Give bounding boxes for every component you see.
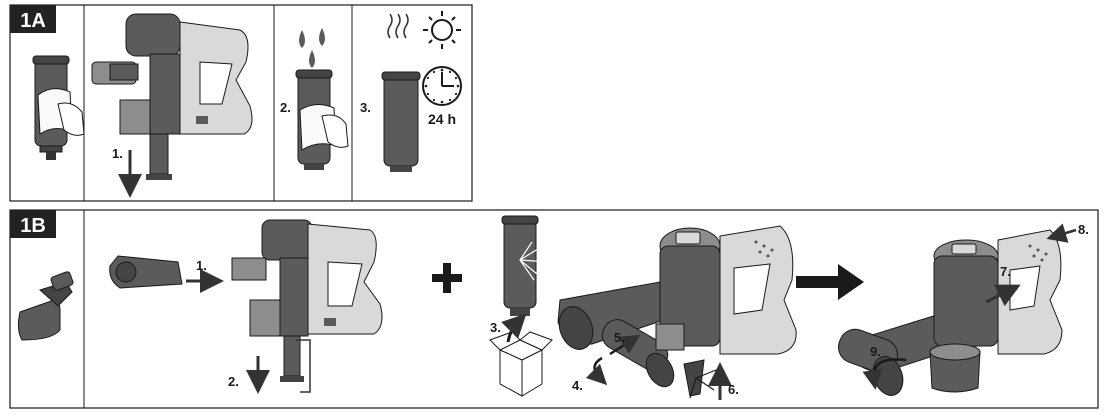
rotate-arrow-4 [585, 356, 608, 386]
filter-insert-illustration [557, 225, 797, 399]
step-1b-9: 9. [870, 344, 881, 359]
filter-drying-illustration [381, 71, 421, 172]
tool-attach-illustration [109, 219, 383, 394]
badge-1a-label: 1A [20, 10, 46, 32]
step-1b-2: 2. [228, 374, 239, 389]
filter-wash-illustration [295, 69, 349, 170]
clock-icon [422, 66, 462, 106]
step-1b-6: 6. [728, 382, 739, 397]
next-step-arrow [796, 264, 864, 300]
step-1b-4: 4. [572, 378, 583, 393]
push-arrow-5 [609, 334, 641, 356]
step-1b-5: 5. [614, 330, 625, 345]
sun-icon [423, 11, 461, 49]
panel-1a: 1A 1. [9, 4, 473, 202]
vacuum-handheld-illustration [91, 13, 253, 198]
lift-arrow [501, 313, 527, 343]
step-1a-1: 1. [112, 146, 123, 161]
step-1a-3: 3. [360, 100, 371, 115]
filter-wipe-illustration [32, 55, 85, 160]
heat-waves-icon [387, 13, 409, 39]
step-1b-1: 1. [196, 258, 207, 273]
push-arrow-7 [985, 284, 1021, 307]
step-1b-7: 7. [1000, 264, 1011, 279]
water-drops-icon [299, 28, 325, 68]
badge-1a: 1A [10, 5, 56, 33]
plus-icon [432, 263, 462, 293]
box-icon [489, 331, 553, 397]
brush-nozzle-illustration [17, 271, 74, 341]
dry-time-label: 24 h [428, 111, 456, 127]
step-1b-3: 3. [490, 320, 501, 335]
rotate-arrow-9 [862, 358, 907, 390]
badge-1b: 1B [10, 210, 56, 238]
step-1a-2: 2. [280, 100, 291, 115]
panel-1b: 1B 1. 2. [9, 209, 1099, 409]
step-1b-8: 8. [1078, 222, 1089, 237]
push-arrow-8 [1046, 223, 1077, 243]
badge-1b-label: 1B [20, 215, 46, 237]
new-filter-illustration [501, 215, 549, 316]
